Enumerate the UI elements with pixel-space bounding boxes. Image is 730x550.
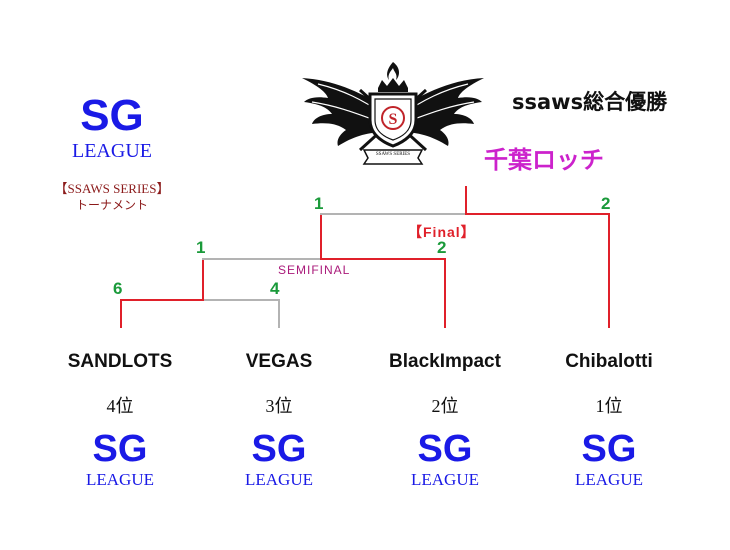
svg-text:S: S	[389, 111, 398, 128]
bracket-line-chibalotti-up	[608, 213, 610, 328]
bracket-line-round2-winner-up	[320, 213, 322, 260]
score-round2-left: 1	[196, 238, 206, 257]
bracket-line-sandlots-up	[120, 299, 122, 328]
team-rank: 4位	[106, 396, 134, 416]
bracket-line-semi-winner-up	[202, 258, 204, 301]
score-final-left: 1	[314, 194, 324, 213]
bracket-line-vegas-up	[278, 299, 280, 328]
sg-logo: SG	[417, 428, 473, 470]
team-rank: 1位	[595, 396, 623, 416]
sg-logo-top: SG	[80, 91, 144, 140]
series-name: 【SSAWS SERIES】	[54, 181, 170, 196]
team-name: SANDLOTS	[67, 351, 173, 372]
team-name: VEGAS	[245, 351, 313, 372]
team-column-chibalotti: Chibalotti 1位 SG LEAGUE	[529, 352, 689, 488]
champion-team: 千葉ロッチ	[484, 146, 604, 174]
champion-heading: ssaws総合優勝	[512, 90, 668, 114]
league-label: LEAGUE	[86, 470, 154, 489]
final-label: 【Final】	[408, 224, 476, 240]
bracket-line-semi-winner-across	[202, 258, 321, 260]
team-rank: 2位	[431, 396, 459, 416]
winged-crest-emblem-icon: S	[298, 58, 488, 168]
league-label: LEAGUE	[575, 470, 643, 489]
league-label-top: LEAGUE	[72, 140, 152, 162]
bracket-line-final-right-across	[465, 213, 609, 215]
score-blackimpact: 2	[437, 238, 447, 257]
league-label: LEAGUE	[411, 470, 479, 489]
team-column-vegas: VEGAS 3位 SG LEAGUE	[199, 352, 359, 488]
score-sandlots: 6	[113, 279, 123, 298]
sg-logo: SG	[92, 428, 148, 470]
bracket-line-final-left-across	[320, 213, 466, 215]
league-label: LEAGUE	[245, 470, 313, 489]
score-vegas: 4	[270, 279, 280, 298]
sg-logo: SG	[251, 428, 307, 470]
team-column-blackimpact: BlackImpact 2位 SG LEAGUE	[365, 352, 525, 488]
sg-logo: SG	[581, 428, 637, 470]
team-column-sandlots: SANDLOTS 4位 SG LEAGUE	[40, 352, 200, 488]
score-chibalotti: 2	[601, 194, 611, 213]
bracket-line-sandlots-across	[120, 299, 203, 301]
team-name: BlackImpact	[389, 351, 501, 372]
team-rank: 3位	[265, 396, 293, 416]
semifinal-label: SEMIFINAL	[278, 263, 351, 277]
bracket-line-vegas-across	[203, 299, 279, 301]
series-type: トーナメント	[75, 198, 148, 212]
emblem-ribbon-text: SSAWS SERIES	[375, 152, 411, 157]
bracket-line-blackimpact-across	[321, 258, 445, 260]
team-name: Chibalotti	[565, 351, 653, 372]
bracket-line-blackimpact-up	[444, 258, 446, 328]
bracket-line-champion-up	[465, 186, 467, 215]
